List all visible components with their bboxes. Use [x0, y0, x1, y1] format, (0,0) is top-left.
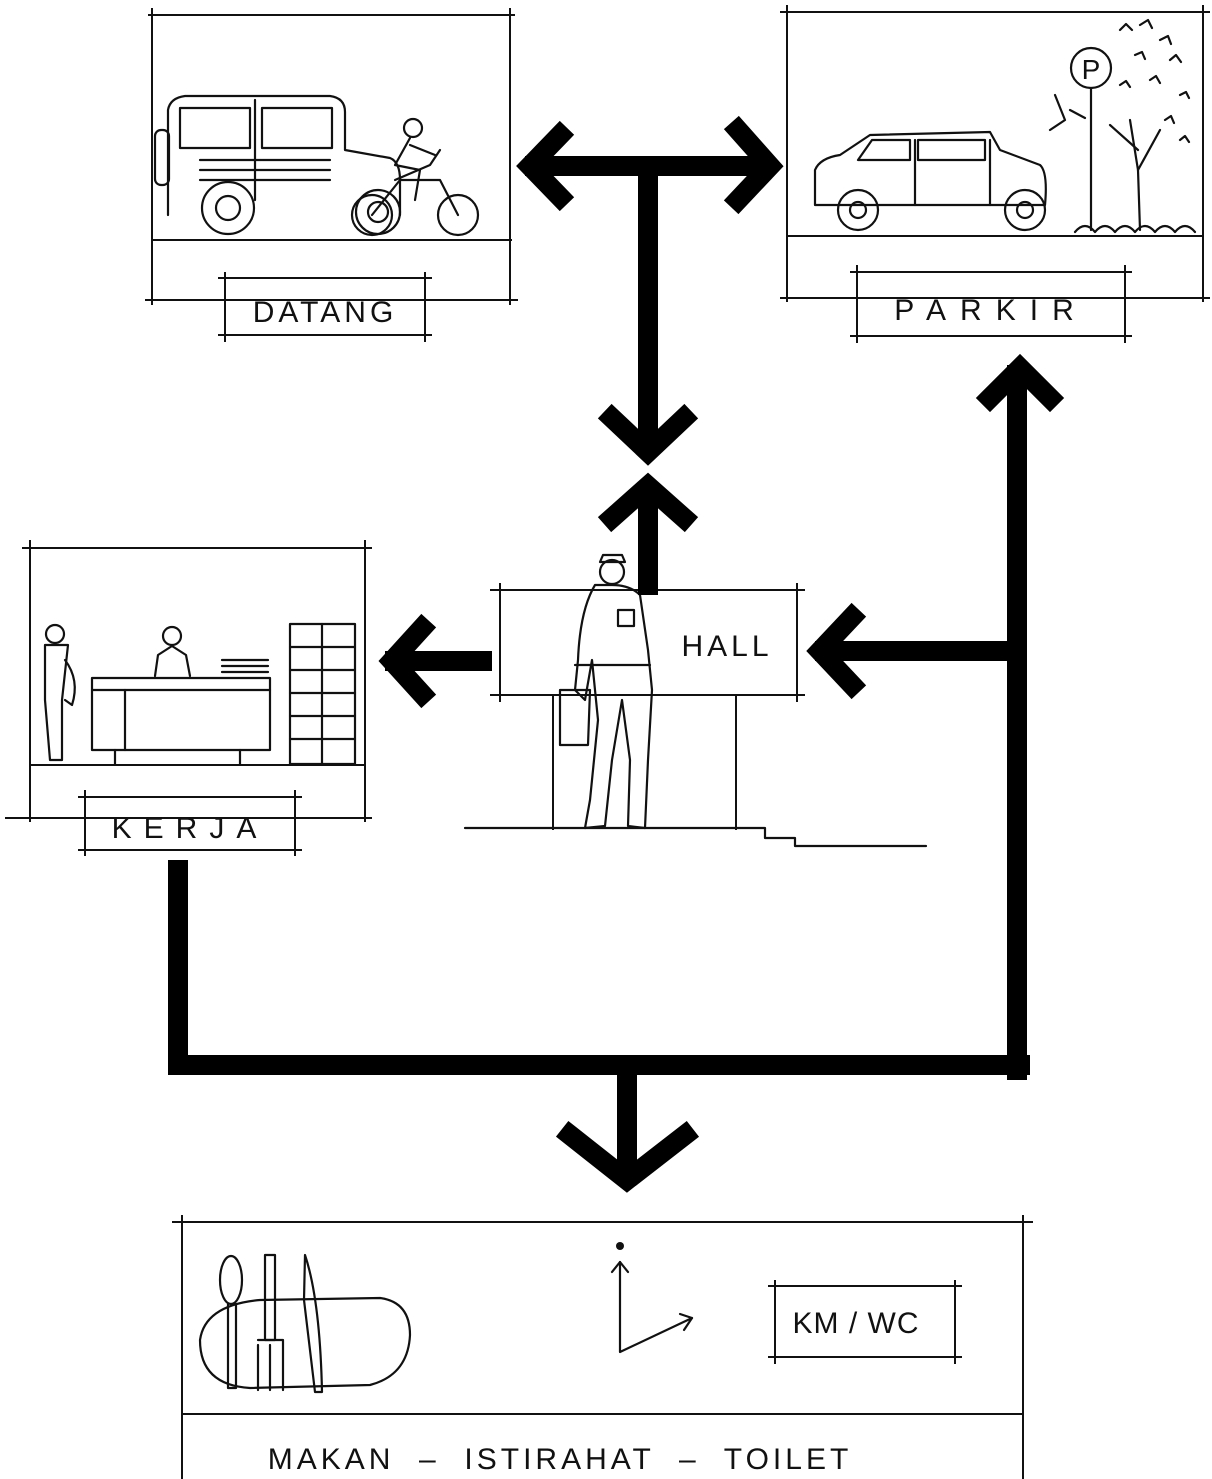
- makan-label: MAKAN – ISTIRAHAT – TOILET: [268, 1443, 853, 1476]
- parkir-label: PARKIR: [894, 294, 1087, 327]
- person-icon: [43, 623, 76, 762]
- edge-trunk-hall: [806, 602, 1027, 700]
- edge-parkir-trunk: [975, 353, 1065, 1080]
- stairs-icon: [463, 826, 928, 848]
- edge-kerja-makan: [168, 860, 1030, 1193]
- hall-node: HALL: [463, 553, 928, 848]
- parkir-label-box: PARKIR: [850, 265, 1132, 343]
- kerja-label-box: KERJA: [78, 790, 302, 856]
- makan-panel: MAKAN – ISTIRAHAT – TOILET KM / WC: [172, 1215, 1033, 1479]
- datang-panel: [145, 8, 518, 305]
- kmwc-label-box: KM / WC: [768, 1280, 962, 1364]
- edge-datang-hall: [597, 156, 699, 466]
- direction-icon: [610, 1242, 694, 1354]
- edge-hall-up: [597, 472, 699, 595]
- kmwc-label: KM / WC: [793, 1307, 920, 1340]
- knife-icon: [302, 1253, 324, 1394]
- parkir-panel: P: [780, 5, 1210, 302]
- jeep-icon: [153, 94, 402, 236]
- tree-icon: [1048, 18, 1197, 234]
- edge-hall-kerja: [378, 613, 492, 709]
- spoon-icon: [218, 1254, 244, 1390]
- parking-sign-label: P: [1082, 54, 1101, 85]
- datang-label: DATANG: [253, 296, 398, 329]
- plate-icon: [198, 1296, 412, 1390]
- flow-arrows: [168, 115, 1065, 1193]
- desk-icon: [90, 625, 272, 766]
- motorcycle-icon: [350, 117, 480, 237]
- fork-icon: [256, 1253, 285, 1392]
- kerja-label: KERJA: [112, 812, 269, 845]
- hall-label: HALL: [681, 630, 772, 663]
- datang-label-box: DATANG: [218, 272, 432, 342]
- car-icon: [813, 130, 1047, 232]
- parking-sign-icon: P: [1069, 46, 1113, 232]
- kerja-panel: [5, 540, 372, 822]
- person-icon: [558, 553, 654, 830]
- shelf-icon: [288, 622, 357, 766]
